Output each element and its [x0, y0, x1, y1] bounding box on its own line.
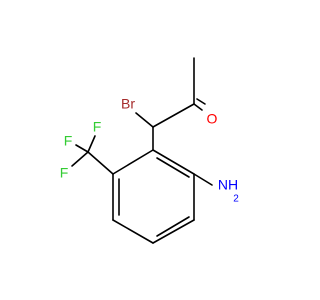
bond-ch-to-co	[152, 103, 195, 128]
bond-ring-1	[152, 149, 195, 175]
atom-bromine: Br	[121, 96, 135, 112]
bond-c-f2	[87, 135, 96, 153]
atom-fluorine-1: F	[64, 133, 73, 149]
structure-drawing: Br O F F F NH 2	[60, 57, 239, 244]
bond-ring-cf3	[87, 151, 114, 175]
bond-ring-6	[112, 149, 154, 175]
atom-fluorine-3: F	[60, 165, 69, 181]
bond-c-f3	[71, 151, 89, 167]
bond-c-br	[135, 112, 154, 128]
bonds	[71, 57, 213, 244]
atom-amine: NH	[218, 177, 238, 193]
atom-oxygen: O	[207, 111, 218, 127]
bond-ring-nh2	[193, 173, 213, 186]
bond-c-f1	[75, 144, 89, 153]
bond-c-o-2	[196, 98, 206, 105]
bond-ring-double-2	[156, 216, 190, 237]
bond-ring-3	[152, 219, 195, 244]
bond-ring-double-1	[156, 157, 190, 178]
bond-c-o-1	[193, 103, 203, 111]
bond-ring-4	[112, 219, 154, 244]
molecule-diagram: Br O F F F NH 2	[60, 57, 239, 244]
atom-amine-subscript: 2	[233, 194, 239, 205]
atom-fluorine-2: F	[93, 119, 102, 135]
